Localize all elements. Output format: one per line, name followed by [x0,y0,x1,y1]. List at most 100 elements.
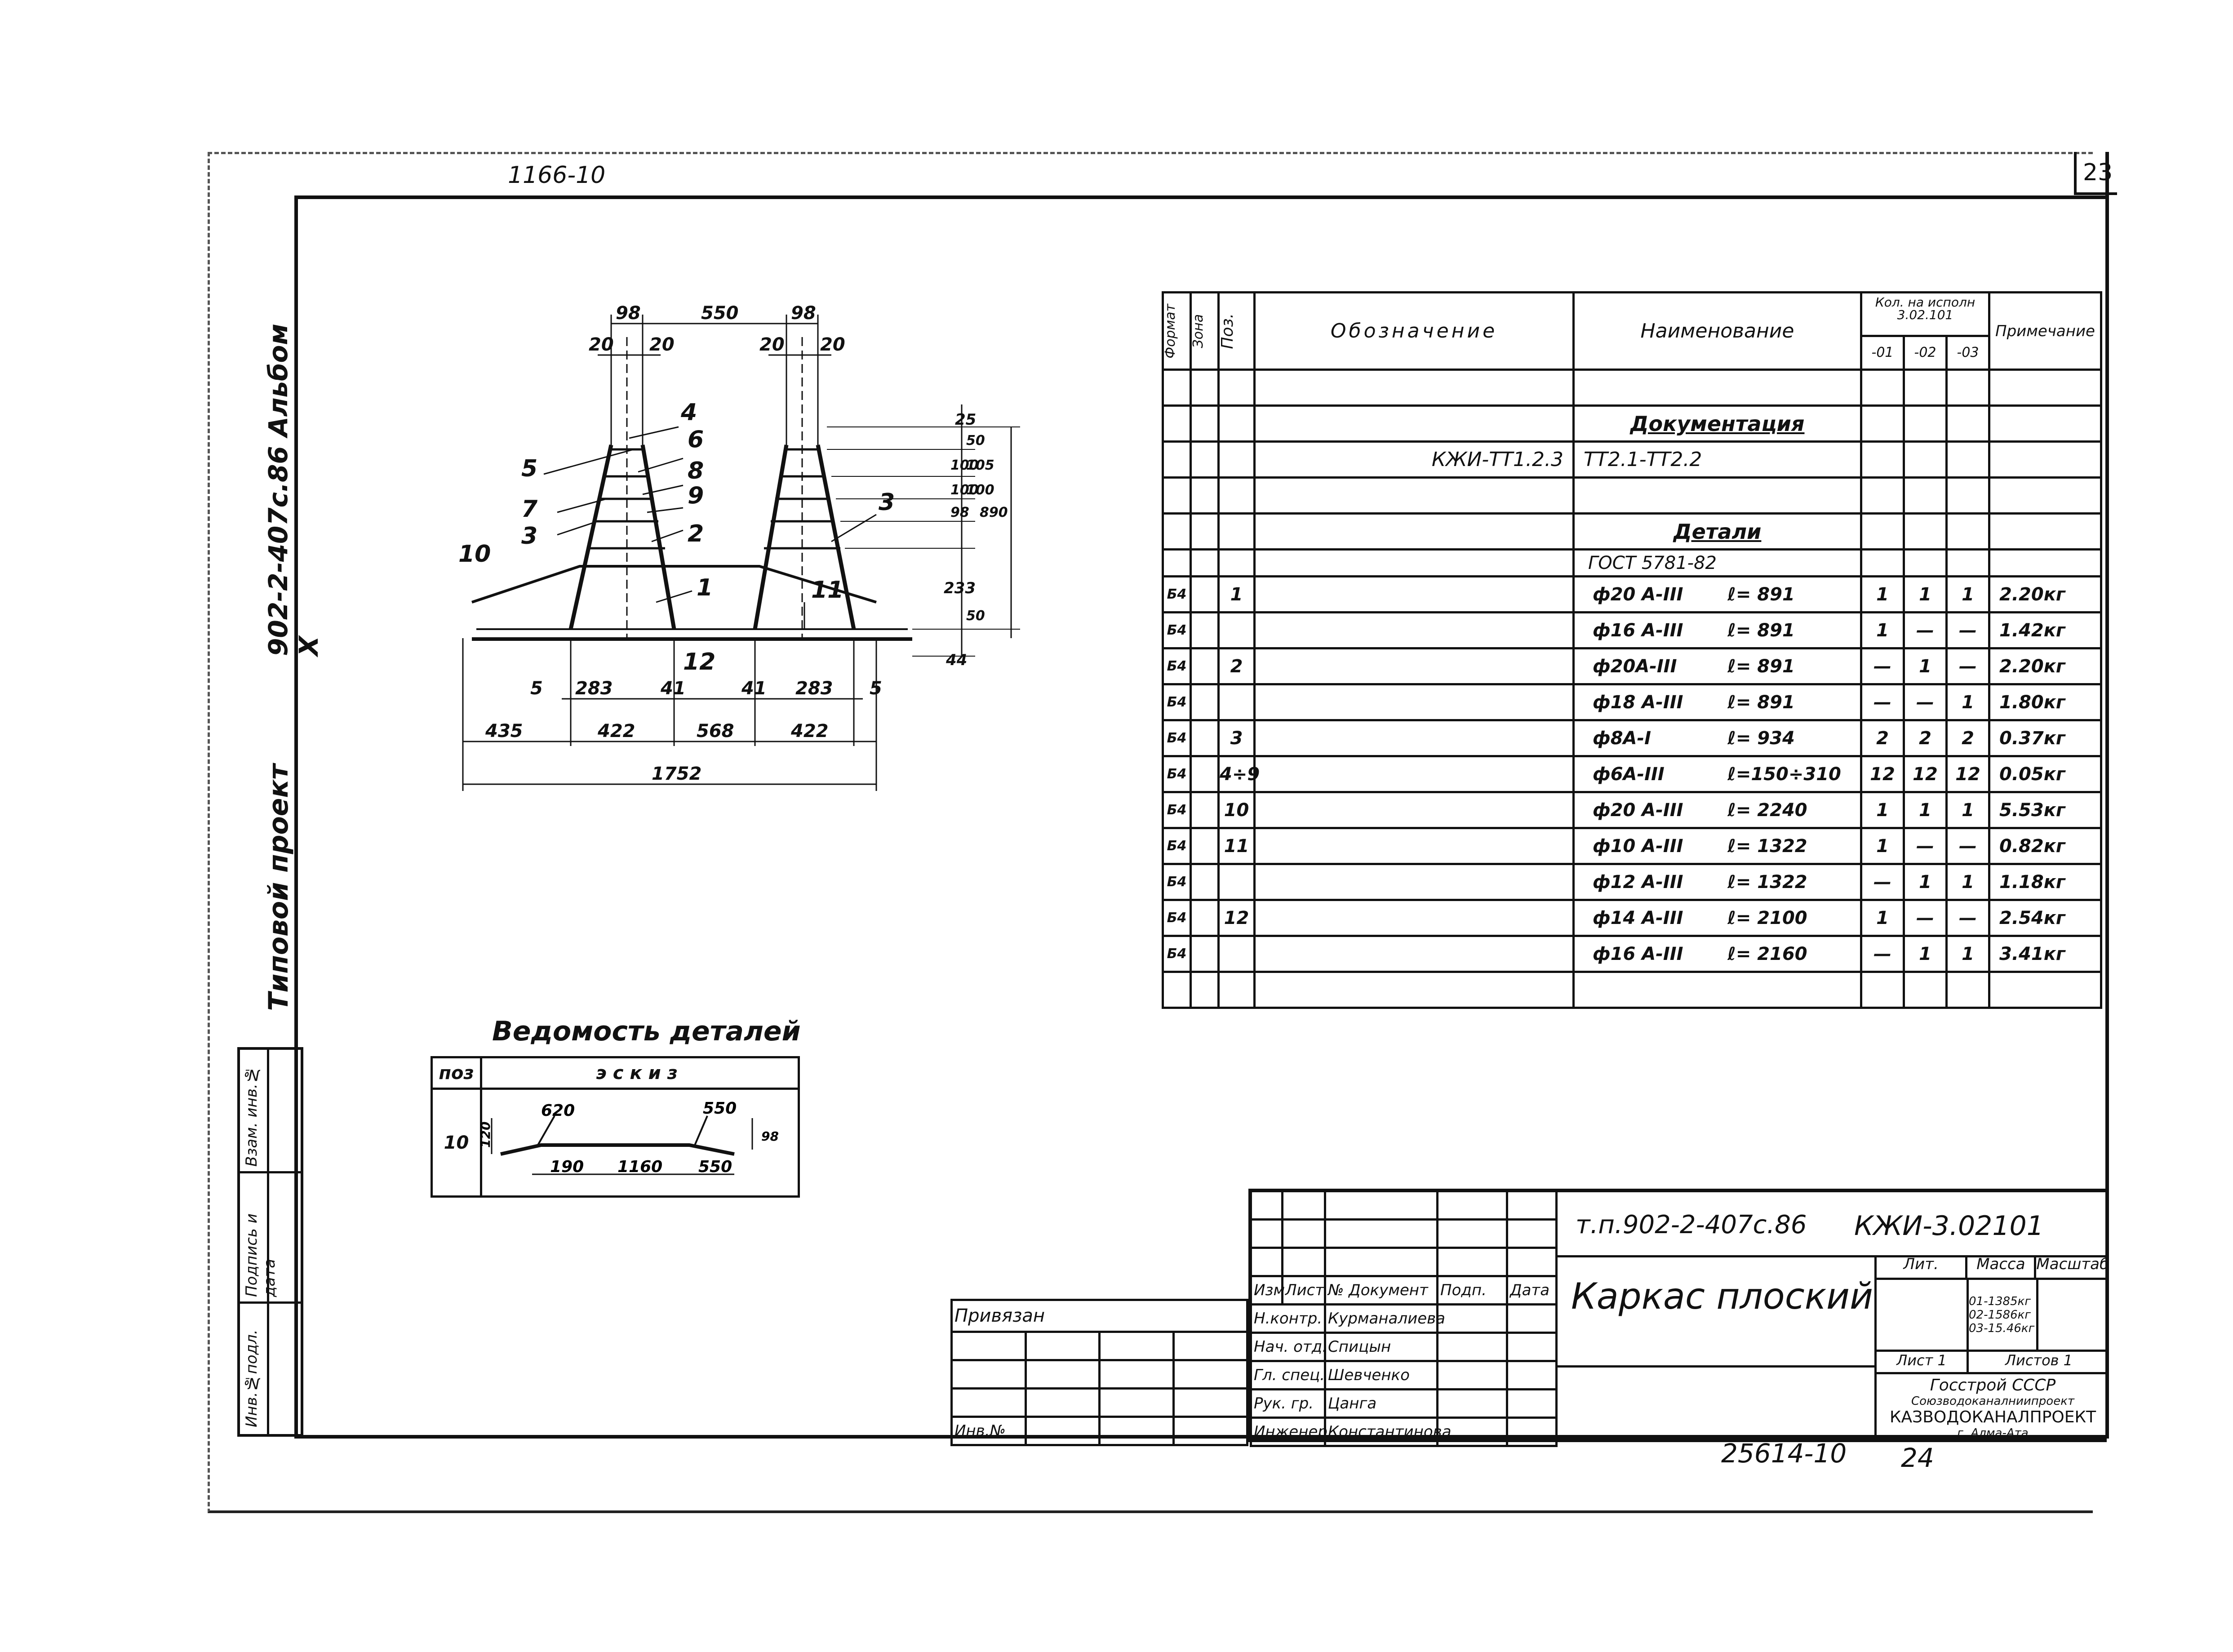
spec-cell-q3: — [1945,611,1990,649]
dim-r: 105 [966,457,994,473]
spec-cell-note: 5.53кг [1988,791,2102,829]
spec-cell-format: Б4 [1162,683,1192,721]
spec-cell-note: 1.42кг [1988,611,2102,649]
project-row: т.п.902-2-407с.86 КЖИ-3.02101 [1555,1192,2109,1257]
person-row: Гл. спец.Шевченко [1250,1360,1558,1390]
bottom-page: 24 [1901,1443,1934,1473]
spec-table: Формат Зона Поз. Обозначение Наименовани… [1162,291,2102,1009]
spec-cell-note: 0.05кг [1988,755,2102,793]
spec-cell-zone [1190,683,1220,721]
revision-grid: Изм Лист № Документ Подп. Дата Н.контр.К… [1250,1190,1558,1447]
dim-r: 98 [950,505,969,520]
page-number: 23 [2083,159,2113,186]
spec-cell-q1: 2 [1860,719,1905,757]
bar-size: ф20А-III [1593,656,1677,677]
doc-code: КЖИ-3.02101 [1854,1210,2044,1242]
dim-r: 233 [944,579,976,597]
hdr-zone: Зона [1190,291,1220,371]
bar-size: ф12 А-III [1593,871,1683,893]
bar-length: ℓ= 2100 [1727,907,1807,928]
spec-cell-note: 2.54кг [1988,899,2102,937]
spec-cell-q3: — [1945,899,1990,937]
leader [638,457,684,473]
spec-cell-designation [1253,683,1575,721]
person-role: Гл. спец. [1250,1360,1326,1390]
project-number: т.п.902-2-407с.86 [1576,1210,1807,1239]
leader [651,529,684,542]
scale-label: Масштаб [2036,1255,2109,1273]
bar-size: ф10 А-III [1593,835,1683,857]
bar-size: ф18 А-III [1593,692,1683,713]
spec-cell-q2: 1 [1903,935,1948,973]
spec-cell-designation [1253,755,1575,793]
details-col-sketch: эскиз [480,1056,800,1090]
person-signature [1436,1417,1508,1447]
spec-cell-designation [1253,827,1575,865]
spec-cell-pos: 10 [1217,791,1256,829]
sheet-row: Лист 1 Листов 1 [1877,1352,2109,1374]
spec-cell-q1: — [1860,863,1905,901]
spec-cell-q2: — [1903,683,1948,721]
spec-cell-designation [1253,611,1575,649]
bar-size: ф20 А-III [1593,799,1683,821]
bar-length: ℓ= 891 [1727,692,1795,713]
callout-8: 8 [688,457,704,484]
spec-cell-format: Б4 [1162,719,1192,757]
person-name: Шевченко [1324,1360,1438,1390]
scale-value [2038,1280,2109,1350]
spec-cell-designation [1253,575,1575,613]
callout-12: 12 [683,648,715,675]
sketch-dim-190: 190 [550,1158,584,1176]
bar-size: ф14 А-III [1593,907,1683,928]
side-title: Типовой проект [263,764,294,1011]
hdr-note: Примечание [1988,291,2102,371]
callout-10: 10 [458,541,491,568]
spec-cell-designation [1253,899,1575,937]
empty-cell [1555,1365,1877,1439]
hdr-qty-cols: -01 -02 -03 [1862,335,1988,369]
top-number: 1166-10 [508,162,606,189]
right-leg-outer [753,444,789,630]
sketch-dim-620: 620 [541,1101,575,1120]
leader [656,590,693,603]
doc-name: ТТ2.1-ТТ2.2 [1572,440,1862,479]
spec-cell-q3: 1 [1945,935,1990,973]
dim-b1: 283 [575,678,613,699]
spec-cell-q2: 1 [1903,791,1948,829]
bent-bar-hook [536,1115,555,1148]
drawing-title: Каркас плоский [1571,1275,1873,1317]
spec-cell-designation [1253,647,1575,685]
spec-cell-q3: 1 [1945,791,1990,829]
outer-frame [208,152,2093,1513]
bar-size: ф6А-III [1593,764,1665,785]
dim-20: 20 [820,334,845,355]
title-block: Изм Лист № Документ Подп. Дата Н.контр.К… [1248,1189,2109,1447]
mass-02: 02-1586кг [1969,1308,2031,1322]
dim-b1: 5 [530,678,543,699]
spec-cell-pos: 12 [1217,899,1256,937]
spec-cell-q1: — [1860,647,1905,685]
spec-cell-zone [1190,827,1220,865]
spec-cell-q3: — [1945,827,1990,865]
org-cell: Госстрой СССР Союзводоканалниипроект КАЗ… [1877,1374,2109,1440]
person-date [1506,1303,1558,1334]
lms-values: 01-1385кг 02-1586кг 03-15.46кг [1877,1280,2109,1352]
person-row: Нач. отд.Спицын [1250,1332,1558,1362]
person-date [1506,1332,1558,1362]
dim-r: 100 [950,457,979,473]
spec-cell-designation [1253,863,1575,901]
mass-label: Масса [1967,1255,2037,1278]
